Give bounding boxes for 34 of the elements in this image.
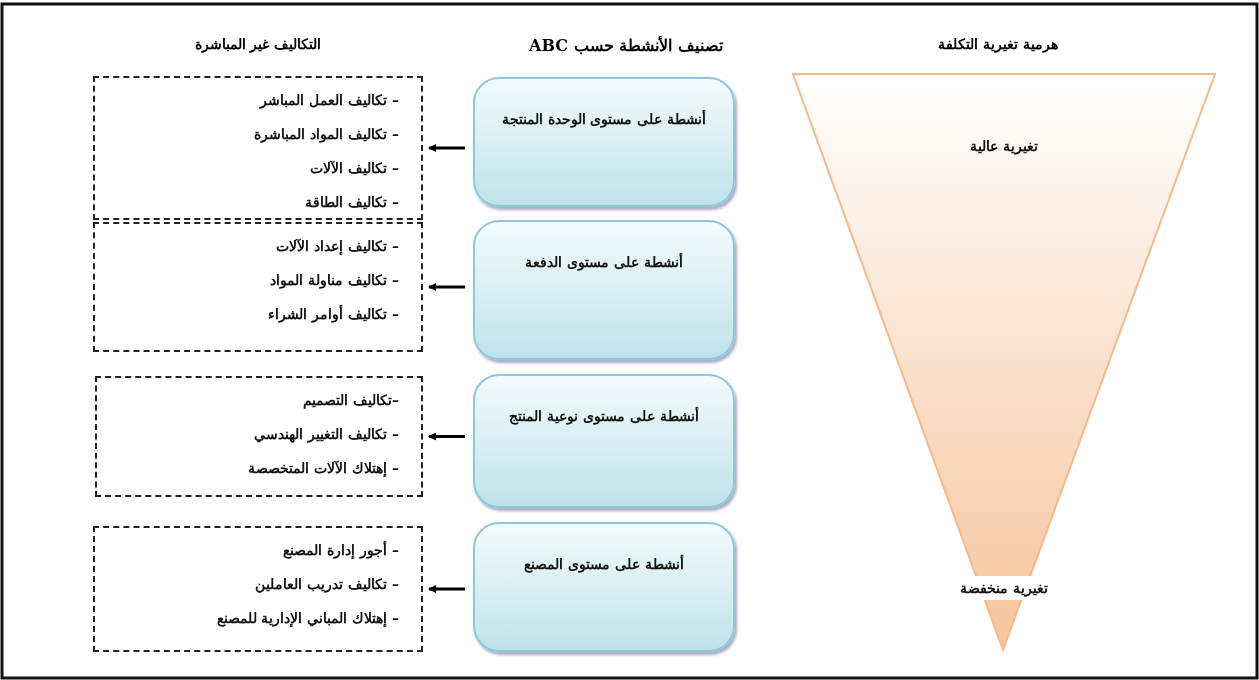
cost-list-box	[95, 376, 423, 497]
cost-list-box	[93, 526, 423, 652]
cost-item: – تكاليف مناولة المواد	[270, 272, 399, 288]
activity-box	[473, 522, 735, 652]
cost-item: –تكاليف التصميم	[303, 392, 399, 408]
activity-label: أنشطة على مستوى نوعية المنتج	[508, 405, 700, 427]
column-heading: تصنيف الأنشطة حسب ABC	[529, 36, 723, 55]
variability-label: تغيرية عالية	[969, 138, 1039, 154]
cost-item: – إهتلاك الآلات المتخصصة	[248, 460, 399, 476]
cost-pyramid	[790, 72, 1218, 652]
arrow	[428, 585, 465, 593]
column-heading: هرمية تغيرية التكلفة	[938, 36, 1058, 52]
cost-list-box	[93, 222, 423, 352]
cost-item: – تكاليف المواد المباشرة	[254, 126, 399, 142]
activity-box	[473, 220, 735, 360]
arrow	[428, 283, 465, 291]
cost-item: – تكاليف العمل المباشر	[260, 92, 399, 108]
cost-item: – تكاليف إعداد الآلات	[276, 238, 399, 254]
cost-item: – تكاليف الآلات	[310, 160, 399, 176]
activity-box	[473, 77, 735, 207]
activity-label: أنشطة على مستوى المصنع	[523, 553, 685, 575]
cost-list-box	[93, 76, 423, 220]
activity-label: أنشطة على مستوى الدفعة	[524, 251, 684, 273]
cost-item: – تكاليف التغيير الهندسي	[254, 426, 399, 442]
cost-item: – تكاليف أوامر الشراء	[268, 306, 399, 322]
cost-item: – تكاليف الطاقة	[305, 194, 399, 210]
activity-box	[473, 374, 735, 508]
column-heading: التكاليف غير المباشرة	[194, 36, 322, 52]
cost-item: – إهتلاك المباني الإدارية للمصنع	[216, 610, 399, 626]
cost-item: – تكاليف تدريب العاملين	[255, 576, 399, 592]
arrow	[428, 432, 465, 441]
cost-item: – أجور إدارة المصنع	[283, 542, 399, 558]
activity-label: أنشطة على مستوى الوحدة المنتجة	[500, 108, 708, 130]
arrow	[428, 144, 465, 152]
